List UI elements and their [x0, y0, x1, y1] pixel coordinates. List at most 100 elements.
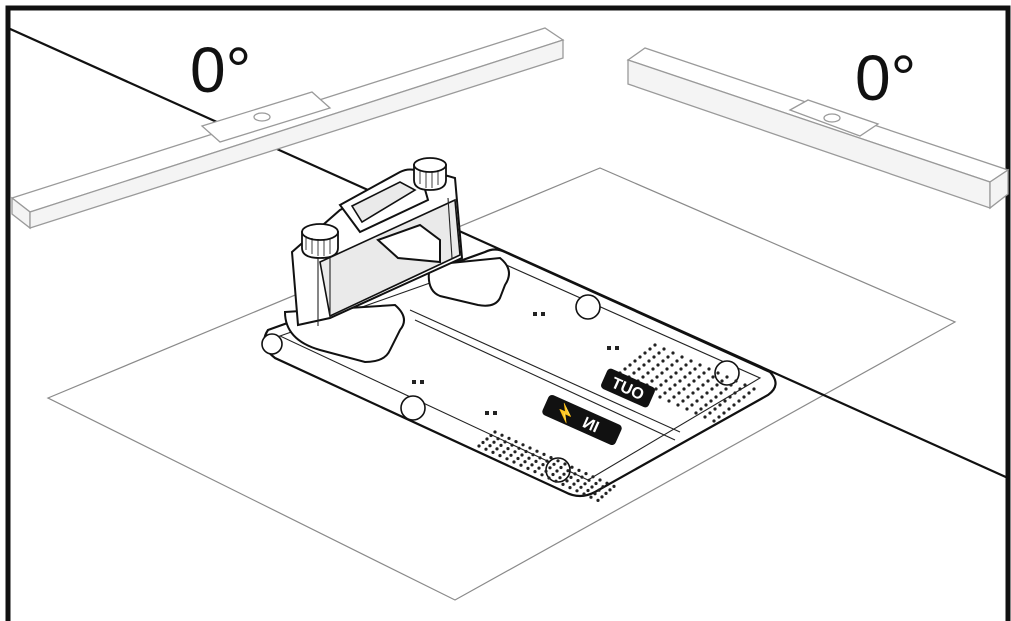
texture-dot [727, 407, 731, 411]
texture-dot [496, 437, 500, 441]
texture-dot [747, 391, 751, 395]
texture-dot [540, 473, 544, 477]
texture-dot [646, 371, 650, 375]
texture-dot [668, 387, 672, 391]
texture-dot [623, 367, 627, 371]
texture-dot [687, 383, 691, 387]
texture-dot [570, 465, 574, 469]
texture-dot [648, 347, 652, 351]
texture-dot [720, 379, 724, 383]
texture-dot [716, 371, 720, 375]
texture-dot [680, 355, 684, 359]
texture-dot [548, 466, 552, 470]
texture-dot [723, 399, 727, 403]
texture-dot [512, 460, 516, 464]
texture-dot [706, 379, 710, 383]
texture-dot [507, 436, 511, 440]
texture-dot [691, 391, 695, 395]
texture-dot [576, 479, 580, 483]
texture-dot [535, 449, 539, 453]
texture-dot [654, 387, 658, 391]
texture-dot [712, 419, 716, 423]
texture-dot [552, 462, 556, 466]
texture-dot [538, 456, 542, 460]
texture-dot [587, 478, 591, 482]
texture-dot [495, 447, 499, 451]
texture-dot [527, 456, 531, 460]
texture-dot [489, 433, 493, 438]
diagram-frame [5, 5, 1011, 621]
texture-dot [506, 447, 510, 451]
texture-dot [502, 450, 506, 454]
texture-dot [733, 391, 737, 395]
texture-dot [696, 387, 700, 391]
texture-dot [642, 363, 646, 367]
texture-dot [637, 367, 641, 371]
texture-dot [598, 478, 602, 482]
right-knob [413, 157, 447, 191]
texture-dot [718, 403, 722, 407]
texture-dot [547, 476, 551, 480]
charging-station-body [283, 166, 510, 364]
texture-dot [510, 443, 514, 447]
texture-dot [555, 469, 559, 473]
texture-dot [513, 450, 517, 454]
texture-dot [641, 375, 645, 379]
texture-dot [580, 475, 584, 479]
texture-dot [686, 395, 690, 399]
texture-dot [670, 363, 674, 367]
right-level-angle-label: 0° [855, 42, 916, 114]
texture-dot [594, 481, 598, 486]
texture-dot [653, 343, 657, 347]
texture-dot [524, 449, 528, 454]
texture-dot [729, 383, 733, 387]
texture-dot [667, 399, 671, 403]
texture-dot [596, 498, 600, 502]
texture-dot [664, 379, 668, 383]
texture-dot [685, 407, 689, 411]
texture-dot [737, 399, 741, 403]
texture-dot [556, 459, 560, 463]
texture-dot [632, 371, 636, 375]
texture-dot [660, 371, 664, 375]
texture-dot [604, 491, 608, 495]
texture-dot [544, 469, 548, 473]
texture-dot [517, 446, 521, 450]
texture-dot [579, 485, 583, 489]
texture-dot [633, 359, 637, 363]
texture-dot [565, 479, 569, 483]
texture-dot [534, 459, 538, 463]
left-knob [301, 223, 339, 259]
texture-dot [569, 475, 573, 479]
texture-dot [752, 387, 756, 391]
texture-dot [738, 387, 742, 391]
texture-dot [593, 492, 597, 496]
texture-dot [703, 415, 707, 419]
texture-dot [651, 367, 655, 371]
texture-dot [591, 475, 595, 479]
texture-dot [573, 472, 577, 476]
texture-dot [572, 482, 576, 486]
texture-dot [725, 375, 729, 379]
texture-dot [566, 469, 570, 473]
texture-dot [541, 463, 545, 467]
texture-dot [521, 443, 525, 447]
texture-dot [657, 351, 661, 355]
texture-dot [689, 359, 693, 363]
texture-dot [655, 375, 659, 379]
texture-dot [481, 440, 485, 445]
texture-dot [531, 453, 535, 457]
texture-dot [526, 466, 530, 470]
texture-dot [714, 395, 718, 399]
texture-dot [663, 391, 667, 395]
texture-dot [692, 379, 696, 383]
texture-dot [492, 440, 496, 444]
texture-dot [563, 462, 567, 466]
texture-dot [683, 375, 687, 379]
texture-dot [681, 399, 685, 403]
texture-dot [608, 488, 612, 492]
texture-dot [601, 485, 605, 489]
texture-dot [717, 415, 721, 419]
in-badge: IN ⚡ [542, 394, 622, 446]
